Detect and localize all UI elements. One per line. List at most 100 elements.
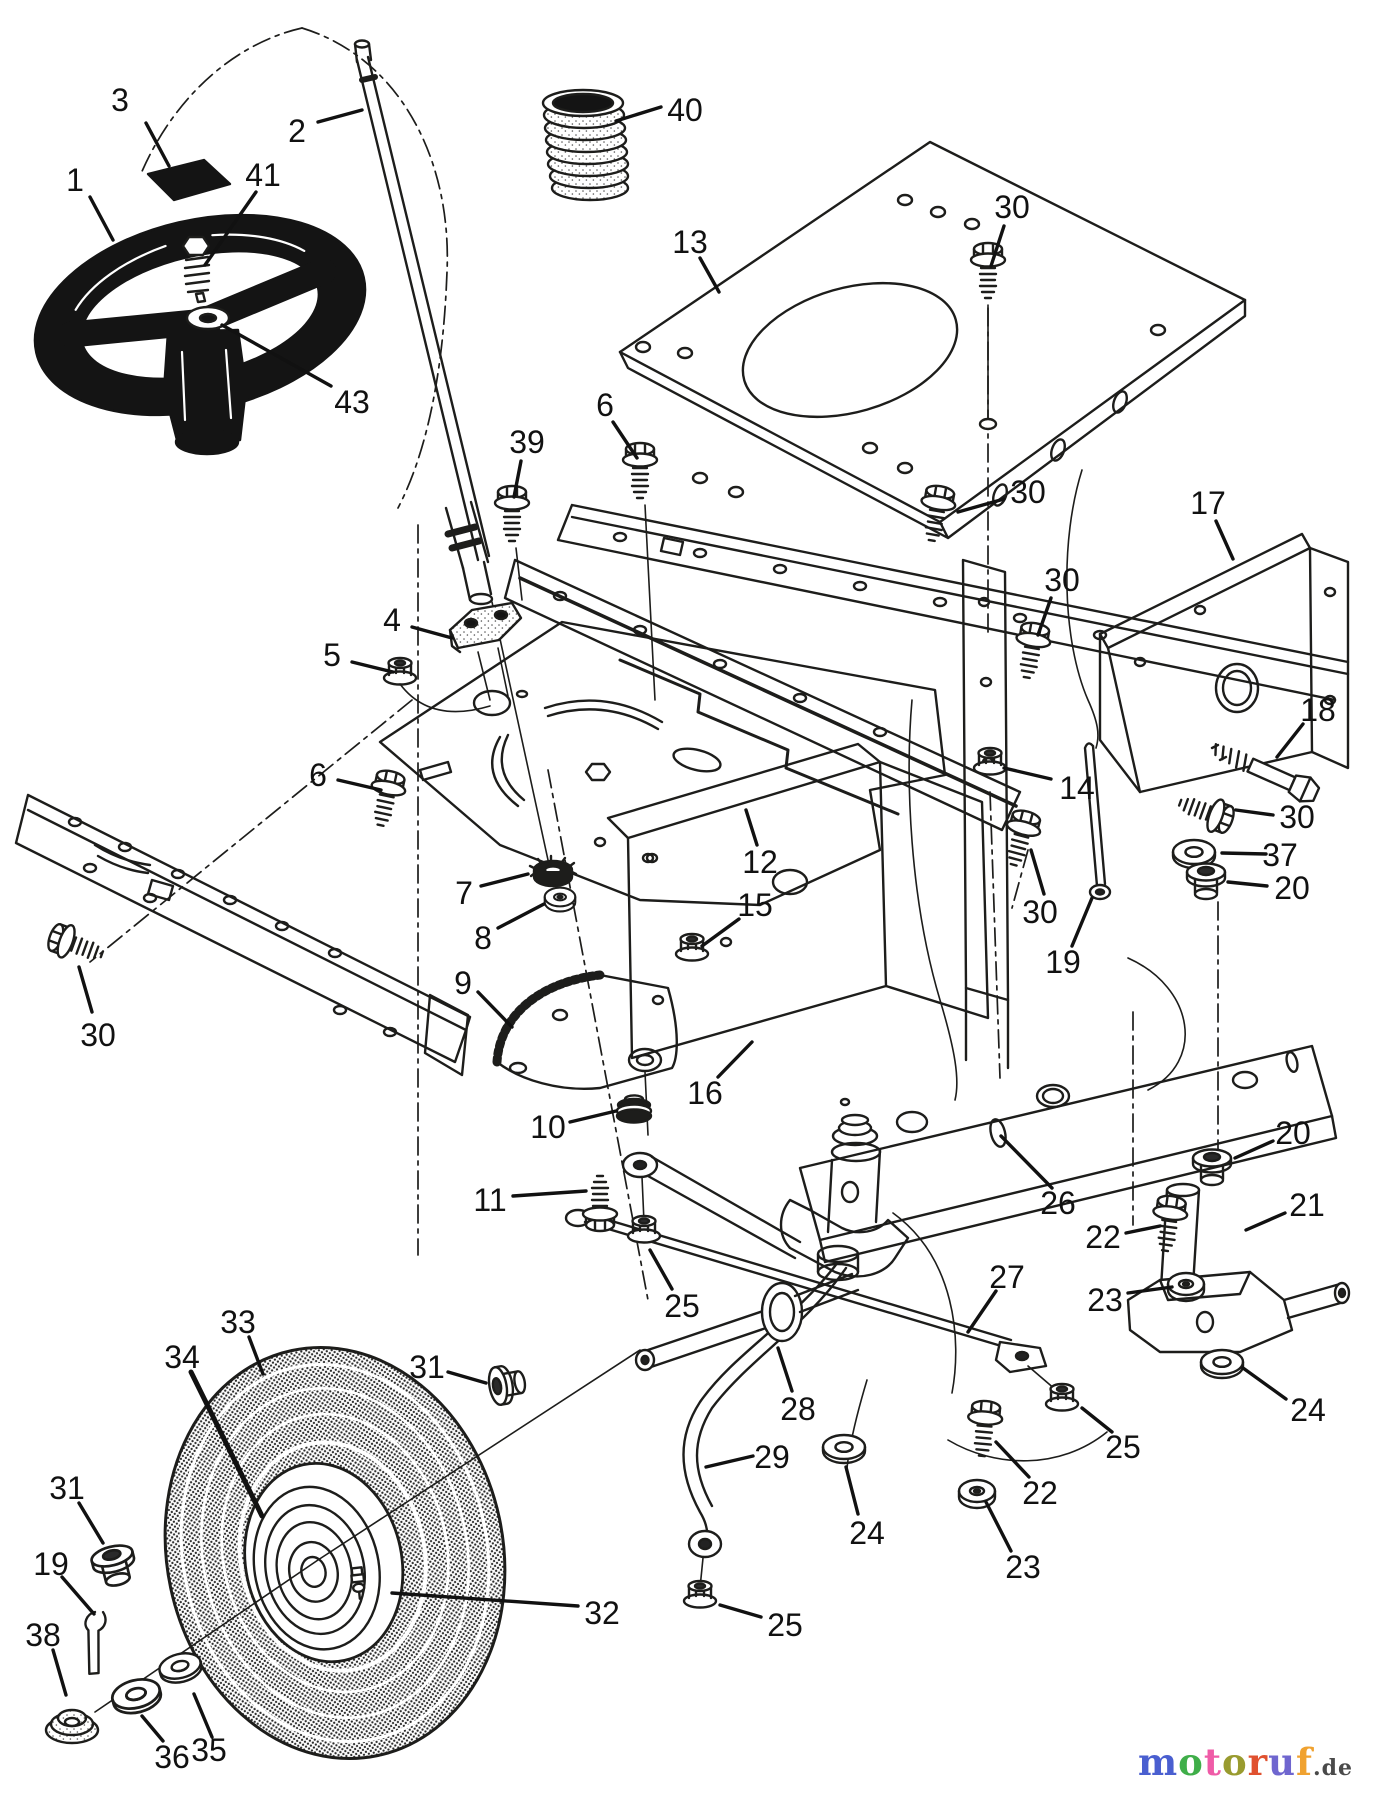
steering-wheel [33, 158, 367, 456]
callout-label-21: 21 [1289, 1187, 1325, 1223]
callout-label-29: 29 [754, 1439, 790, 1475]
callout-label-24: 24 [1290, 1392, 1326, 1428]
logo-letter: o [1178, 1740, 1204, 1784]
callout-label-8: 8 [474, 920, 492, 956]
callout-leader-15 [700, 917, 741, 948]
callout-label-30: 30 [994, 189, 1030, 225]
callout-label-24: 24 [849, 1515, 885, 1551]
steering-column-ghost-arc [139, 27, 449, 509]
callout-label-6: 6 [596, 387, 614, 423]
callout-label-15: 15 [737, 887, 773, 923]
callout-leader-2 [316, 108, 364, 124]
callout-leader-12 [744, 808, 759, 847]
callout-label-37: 37 [1262, 837, 1298, 873]
callout-label-33: 33 [220, 1304, 256, 1340]
callout-leader-18 [1275, 722, 1305, 759]
valve-stem [350, 1566, 366, 1600]
callout-leader-8 [496, 902, 546, 930]
callout-label-30: 30 [1044, 562, 1080, 598]
long-hex-bolt [1214, 743, 1321, 803]
callout-leader-9 [476, 990, 514, 1029]
logo-letter: t [1203, 1740, 1222, 1784]
kingpin-assembly [779, 1113, 910, 1282]
callout-leader-33 [247, 1335, 265, 1376]
callout-label-32: 32 [584, 1595, 620, 1631]
callout-leader-24 [1241, 1366, 1288, 1401]
callout-leader-31 [446, 1370, 488, 1385]
callout-label-27: 27 [989, 1259, 1025, 1295]
logo-tld: .de [1312, 1755, 1353, 1781]
callout-label-41: 41 [245, 157, 281, 193]
callout-label-14: 14 [1059, 770, 1095, 806]
bellcrank-arm [621, 1151, 802, 1260]
callout-label-9: 9 [454, 965, 472, 1001]
callout-leader-25 [1080, 1406, 1114, 1434]
callout-leader-38 [51, 1648, 68, 1697]
steering-shaft [353, 39, 549, 861]
shaft-clamp [448, 601, 523, 701]
left-spindle [634, 1272, 860, 1372]
callout-layer: 1234566789101112131415161718191920202122… [25, 82, 1336, 1775]
bellows-spring [541, 88, 630, 202]
callout-leader-16 [716, 1040, 754, 1079]
callout-leader-25 [718, 1603, 763, 1619]
callout-leader-41 [203, 190, 258, 267]
callout-leader-34 [188, 1369, 265, 1519]
callout-label-19: 19 [1045, 944, 1081, 980]
steering-wheel-cap [146, 158, 232, 202]
wheel-bolt-and-spring [181, 235, 211, 304]
logo-letter: m [1138, 1740, 1179, 1784]
callout-leader-22 [994, 1440, 1031, 1479]
centerlines [89, 307, 1219, 1301]
steering-wheel-hub [162, 328, 248, 446]
callout-leader-27 [966, 1289, 998, 1334]
front-wheel [163, 1346, 507, 1760]
callout-label-10: 10 [530, 1109, 566, 1145]
front-axle-beam [798, 1044, 1338, 1469]
callout-leader-31 [77, 1501, 105, 1545]
callout-leader-37 [1220, 851, 1268, 856]
callout-label-23: 23 [1087, 1282, 1123, 1318]
callout-leader-30 [77, 965, 94, 1014]
callout-leader-40 [614, 105, 663, 123]
callout-label-25: 25 [767, 1607, 803, 1643]
callout-leader-29 [704, 1454, 755, 1469]
callout-label-34: 34 [164, 1339, 200, 1375]
callout-leader-1 [88, 195, 115, 242]
callout-leader-24 [844, 1465, 860, 1516]
frame-rail-right [556, 503, 1350, 702]
callout-label-43: 43 [334, 384, 370, 420]
drag-link [682, 1260, 848, 1589]
callout-label-22: 22 [1085, 1219, 1121, 1255]
steering-wheel-washer [185, 305, 231, 331]
callout-label-19: 19 [33, 1546, 69, 1582]
callout-leader-26 [999, 1134, 1054, 1190]
logo-letter: f [1296, 1740, 1313, 1784]
callout-leader-23 [984, 1500, 1013, 1553]
callout-label-2: 2 [288, 113, 306, 149]
callout-leader-36 [140, 1714, 165, 1743]
callout-label-12: 12 [742, 844, 778, 880]
frame-rail-12 [503, 558, 1022, 832]
dash-panel [606, 742, 990, 1060]
callout-leader-30 [956, 497, 1006, 514]
callout-label-30: 30 [80, 1017, 116, 1053]
callout-leader-4 [410, 625, 454, 640]
frame-rail-left [14, 793, 472, 1077]
callout-label-23: 23 [1005, 1549, 1041, 1585]
callout-leader-19 [1070, 896, 1094, 948]
logo-word: motoruf [1138, 1740, 1313, 1784]
callout-leader-30 [989, 224, 1006, 268]
callout-leader-14 [1002, 766, 1053, 781]
callout-label-1: 1 [66, 162, 84, 198]
callout-label-40: 40 [667, 92, 703, 128]
callout-label-20: 20 [1274, 870, 1310, 906]
callout-label-11: 11 [473, 1182, 506, 1218]
fasteners [43, 241, 1245, 1745]
callout-leader-20 [1226, 880, 1269, 888]
callout-label-17: 17 [1190, 485, 1226, 521]
callout-label-16: 16 [687, 1075, 723, 1111]
callout-label-6: 6 [309, 757, 327, 793]
